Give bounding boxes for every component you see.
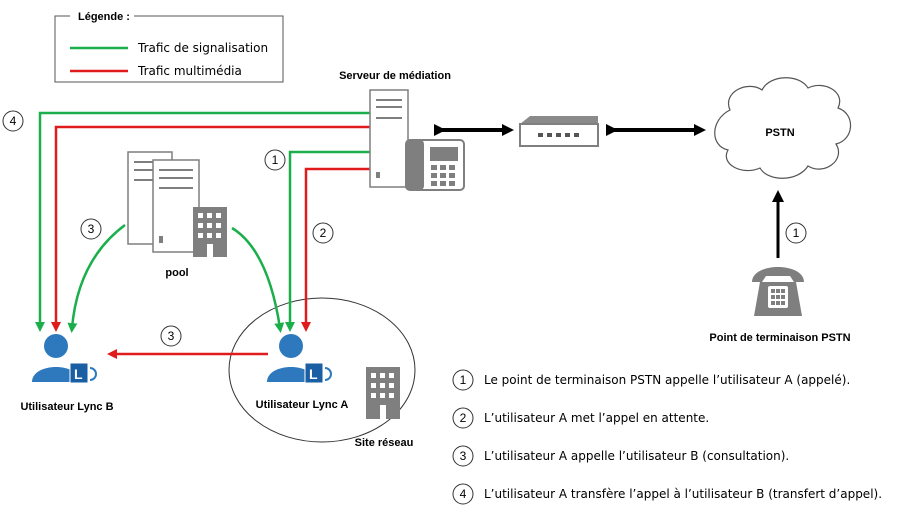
step-text: L’utilisateur A transfère l’appel à l’ut… <box>484 487 882 501</box>
step-item: 2 L’utilisateur A met l’appel en attente… <box>452 407 709 429</box>
step-item: 4 L’utilisateur A transfère l’appel à l’… <box>452 483 882 505</box>
path-1-signal <box>285 150 370 332</box>
step-text: Le point de terminaison PSTN appelle l’u… <box>484 373 850 387</box>
step-text: L’utilisateur A appelle l’utilisateur B … <box>484 449 789 463</box>
svg-text:3: 3 <box>168 329 175 343</box>
svg-text:L: L <box>309 366 318 382</box>
path-2-media <box>301 167 370 332</box>
building-icon <box>193 207 227 257</box>
telephone-icon <box>752 267 804 316</box>
user-a-label: Utilisateur Lync A <box>256 399 349 411</box>
pool-to-b-signal <box>67 223 126 333</box>
server-icon <box>369 89 409 188</box>
svg-text:3: 3 <box>88 222 95 236</box>
pool-label: pool <box>165 267 188 279</box>
legend-title-bg <box>70 8 134 24</box>
step-number: 1 <box>460 373 467 387</box>
mediation-server-label: Serveur de médiation <box>339 70 451 82</box>
marker-2-media: 2 <box>312 222 334 244</box>
step-number: 2 <box>460 411 467 425</box>
steps-list: 1 Le point de terminaison PSTN appelle l… <box>452 369 882 505</box>
building-icon <box>366 367 400 419</box>
pstn-label: PSTN <box>765 127 794 139</box>
svg-text:2: 2 <box>320 226 327 240</box>
legend-signal-label: Trafic de signalisation <box>137 41 268 55</box>
lync-user-icon: L <box>32 334 97 384</box>
cloud-icon <box>714 77 852 179</box>
marker-1-pstn: 1 <box>785 222 807 244</box>
pstn-endpoint-label: Point de terminaison PSTN <box>709 332 850 344</box>
svg-text:L: L <box>74 366 83 382</box>
site-ellipse <box>228 297 416 443</box>
pool-servers-icon <box>127 151 200 253</box>
marker-4: 4 <box>2 110 24 132</box>
step-number: 4 <box>460 487 467 501</box>
step-text: L’utilisateur A met l’appel en attente. <box>484 411 709 425</box>
step-item: 3 L’utilisateur A appelle l’utilisateur … <box>452 445 789 467</box>
legend-title: Légende : <box>78 11 130 23</box>
marker-3-a-to-b: 3 <box>160 325 182 347</box>
svg-text:4: 4 <box>10 114 17 128</box>
site-label: Site réseau <box>355 437 414 449</box>
ip-phone-icon <box>405 139 465 191</box>
marker-1-mediation: 1 <box>264 149 286 171</box>
step-item: 1 Le point de terminaison PSTN appelle l… <box>452 369 850 391</box>
legend-media-label: Trafic multimédia <box>137 64 242 78</box>
gateway-icon <box>519 116 599 147</box>
step-number: 3 <box>460 449 467 463</box>
pool-to-a-signal <box>231 226 285 333</box>
marker-3-pool: 3 <box>80 218 102 240</box>
path-4-signal <box>35 111 370 332</box>
legend: Légende : Trafic de signalisation Trafic… <box>54 8 284 83</box>
svg-text:1: 1 <box>793 226 800 240</box>
path-4-media <box>51 125 370 332</box>
svg-text:1: 1 <box>272 153 279 167</box>
user-b-label: Utilisateur Lync B <box>20 401 113 413</box>
lync-user-icon: L <box>267 334 332 384</box>
